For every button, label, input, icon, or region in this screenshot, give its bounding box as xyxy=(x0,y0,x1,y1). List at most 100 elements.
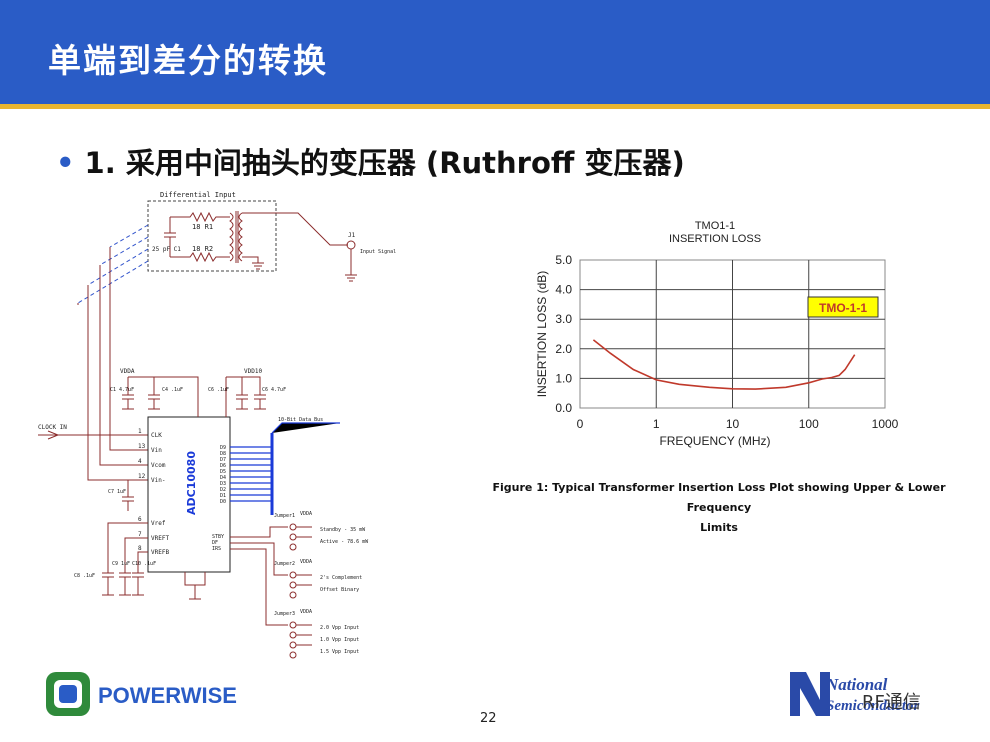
x-tick-label: 10 xyxy=(726,417,740,431)
y-tick-label: 4.0 xyxy=(555,283,572,297)
data-pin-d2: D2 xyxy=(220,487,226,493)
pin-label-vcom: Vcom xyxy=(151,462,166,469)
data-pin-d8: D8 xyxy=(220,451,226,457)
label-c1: 25 pF C1 xyxy=(152,246,181,253)
pin-number: 7 xyxy=(138,531,142,538)
transformer-secondary xyxy=(238,212,243,262)
x-tick-label: 1000 xyxy=(872,417,899,431)
page-number: 22 xyxy=(480,711,497,726)
label-data-bus: 10-Bit Data Bus xyxy=(278,417,323,423)
semiconductor-text: Semiconductor xyxy=(826,698,920,714)
label-j1: J1 xyxy=(348,232,356,239)
diff-input-label: Differential Input xyxy=(160,191,236,199)
series-line xyxy=(592,339,856,390)
figure-caption: Figure 1: Typical Transformer Insertion … xyxy=(478,478,960,538)
pin-number: 6 xyxy=(138,516,142,523)
data-pin-d5: D5 xyxy=(220,469,226,475)
chart-subtitle: INSERTION LOSS xyxy=(669,233,761,245)
data-pin-d0: D0 xyxy=(220,499,226,505)
label-vdda: VDDA xyxy=(120,368,135,375)
pin-number: 8 xyxy=(138,545,142,552)
jumper-option: 2's Complement xyxy=(320,575,362,581)
pin-label-vin: Vin xyxy=(151,447,162,454)
header-divider xyxy=(0,104,990,109)
resistor-r1 xyxy=(170,211,230,223)
x-tick-label: 100 xyxy=(799,417,819,431)
label-r2: 18 R2 xyxy=(192,245,213,253)
y-tick-label: 0.0 xyxy=(555,401,572,415)
pin-number: 4 xyxy=(138,458,142,465)
adc-schematic: Differential Input 18 R1 18 R2 25 pF C1 … xyxy=(38,191,396,659)
data-pin-d4: D4 xyxy=(220,475,226,481)
slide-title: 单端到差分的转换 xyxy=(48,41,328,80)
jumper-option: Active - 78.6 mW xyxy=(320,539,369,545)
label-c1cap: C1 4.7uF xyxy=(110,387,134,393)
jumper-option: 2.0 Vpp Input xyxy=(320,625,359,631)
pin-label-vreft: VREFT xyxy=(151,535,169,542)
legend-box xyxy=(807,296,879,318)
label-c10: C10 .1uF xyxy=(132,561,156,567)
national-text: National xyxy=(825,675,888,694)
pin-label-irs: IRS xyxy=(212,546,221,552)
y-axis-label: INSERTION LOSS (dB) xyxy=(535,271,549,397)
powerwise-logo: POWERWISE xyxy=(46,672,237,716)
legend-label: TMO-1-1 xyxy=(819,301,867,315)
caption-line-2: Limits xyxy=(700,521,738,534)
bullet-point: • 1. 采用中间抽头的变压器 (Ruthroff 变压器) xyxy=(56,140,685,182)
pin-number: 1 xyxy=(138,428,142,435)
chip-label: ADC10080 xyxy=(185,451,198,515)
jumper-vdda: VDDA xyxy=(300,559,312,565)
label-c6b: C6 4.7uF xyxy=(262,387,286,393)
label-input-signal: Input Signal xyxy=(360,249,396,255)
data-pin-d9: D9 xyxy=(220,445,226,451)
transformer-primary xyxy=(229,212,234,262)
jumper-name: Jumper3 xyxy=(274,611,295,617)
label-r1: 18 R1 xyxy=(192,223,213,231)
jumper-option: Standby - 35 mW xyxy=(320,527,366,533)
data-pin-d1: D1 xyxy=(220,493,226,499)
label-c8: C8 .1uF xyxy=(74,573,95,579)
label-c6cap: C6 .1uF xyxy=(208,387,229,393)
label-clock-in: CLOCK IN xyxy=(38,424,67,431)
slide-header: 单端到差分的转换 xyxy=(0,0,990,104)
x-axis-label: FREQUENCY (MHz) xyxy=(659,434,770,448)
pin-label-stby: STBY xyxy=(212,534,224,540)
national-logo: National Semiconductor xyxy=(790,672,920,716)
x-tick-label: 0 xyxy=(577,417,584,431)
pin-label-vrefb: VREFB xyxy=(151,549,169,556)
jumper-option: Offset Binary xyxy=(320,587,359,593)
chart-title: TMO1-1 xyxy=(695,220,735,232)
pin-number: 13 xyxy=(138,443,146,450)
y-tick-label: 3.0 xyxy=(555,312,572,326)
x-tick-label: 1 xyxy=(653,417,660,431)
pin-label-clk: CLK xyxy=(151,432,162,439)
jumper-name: Jumper2 xyxy=(274,561,295,567)
data-pin-d7: D7 xyxy=(220,457,226,463)
bullet-marker: • xyxy=(56,146,75,180)
label-vdd10: VDD10 xyxy=(244,368,262,375)
watermark: RF通信 xyxy=(862,692,921,713)
y-tick-label: 1.0 xyxy=(555,371,572,385)
data-pin-d3: D3 xyxy=(220,481,226,487)
pin-label-df: DF xyxy=(212,540,218,546)
pin-label-vin-: Vin- xyxy=(151,477,165,484)
pin-label-vref: Vref xyxy=(151,520,166,527)
insertion-loss-chart: TMO1-1 INSERTION LOSS 0 1 10 100 1000 0.0 1.0 2… xyxy=(535,220,899,448)
y-tick-label: 2.0 xyxy=(555,342,572,356)
data-pin-d6: D6 xyxy=(220,463,226,469)
label-c4cap: C4 .1uF xyxy=(162,387,183,393)
jumper-name: Jumper1 xyxy=(274,513,295,519)
diff-input-box xyxy=(147,200,277,272)
pin-number: 12 xyxy=(138,473,146,480)
label-c7: C7 1uF xyxy=(108,489,126,495)
caption-line-1: Figure 1: Typical Transformer Insertion … xyxy=(492,481,946,514)
powerwise-text: POWERWISE xyxy=(98,683,237,708)
jumper-option: 1.5 Vpp Input xyxy=(320,649,359,655)
label-c9: C9 1uF xyxy=(112,561,130,567)
jumper-option: 1.0 Vpp Input xyxy=(320,637,359,643)
jumper-vdda: VDDA xyxy=(300,511,312,517)
bullet-text: 1. 采用中间抽头的变压器 (Ruthroff 变压器) xyxy=(84,146,685,180)
resistor-r2 xyxy=(170,251,230,263)
jumper-vdda: VDDA xyxy=(300,609,312,615)
y-tick-label: 5.0 xyxy=(555,253,572,267)
